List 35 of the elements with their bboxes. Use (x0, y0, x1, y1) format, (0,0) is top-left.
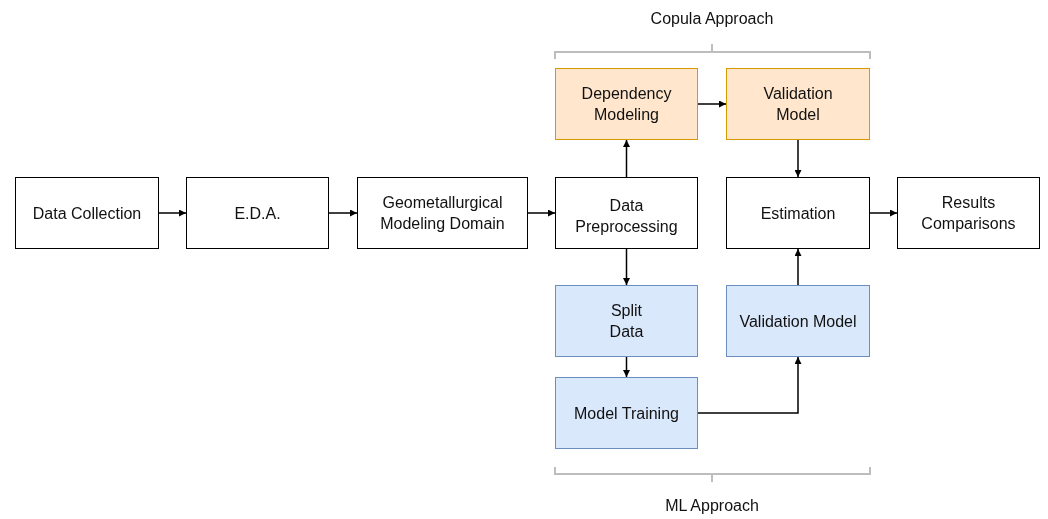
process-box (15, 177, 159, 249)
box-label: Validation Model (739, 311, 857, 332)
box-label: Results Comparisons (920, 193, 1017, 234)
process-box (357, 177, 528, 249)
box-label: Data Collection (32, 203, 142, 224)
process-box (555, 68, 698, 140)
arrow (869, 209, 898, 217)
arrow (623, 356, 630, 378)
box-label: Estimation (760, 203, 836, 224)
arrow (328, 209, 358, 217)
process-box (555, 377, 698, 449)
box-label: Model Training (574, 403, 679, 424)
box-label: Split Data (608, 301, 645, 342)
arrow (527, 209, 556, 217)
process-box (726, 68, 870, 140)
box-label: Geometallurgical Modeling Domain (379, 193, 506, 234)
arrow (697, 356, 802, 414)
arrow (794, 248, 802, 286)
box-label: Dependency Modeling (580, 84, 673, 125)
arrow (158, 209, 187, 217)
arrow (697, 100, 727, 108)
process-box (186, 177, 329, 249)
arrow (794, 139, 802, 178)
box-label: Validation Model (762, 84, 834, 125)
process-box (897, 177, 1040, 249)
process-box (726, 285, 870, 357)
arrow (623, 248, 630, 286)
box-label: Data Preprocessing (574, 196, 679, 237)
box-label: E.D.A. (234, 203, 281, 224)
arrow (623, 139, 630, 178)
process-box (726, 177, 870, 249)
process-box (555, 285, 698, 357)
group-label: ML Approach (665, 497, 759, 515)
group-label: Copula Approach (650, 10, 774, 28)
process-box (555, 177, 698, 249)
